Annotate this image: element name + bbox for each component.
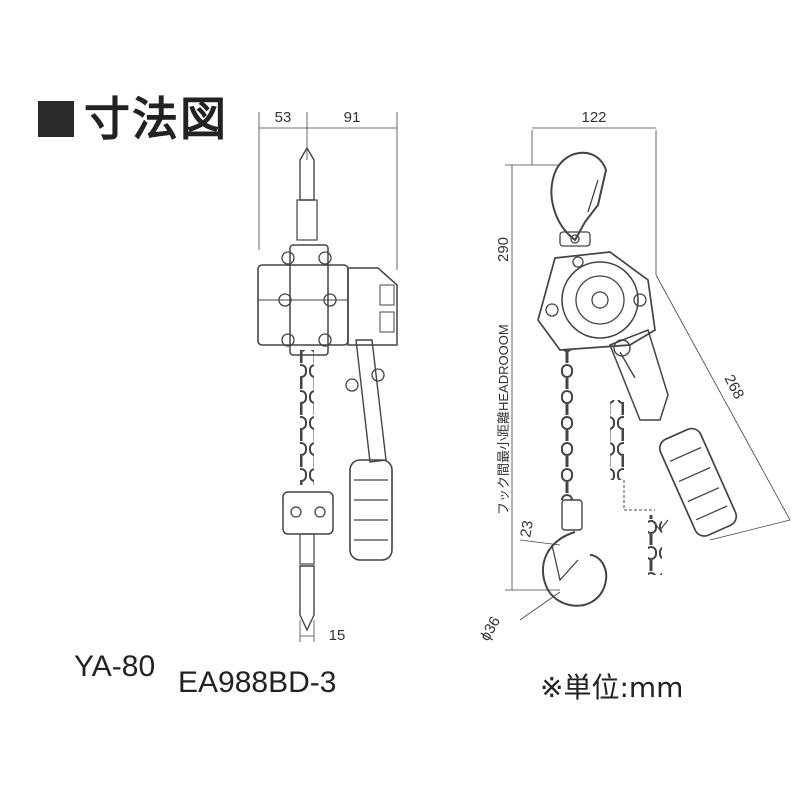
front-view [505,127,791,621]
dim-hook-diameter: ϕ36 [477,614,504,644]
drawing-heading: 寸法図 [38,96,228,142]
heading-square-icon [38,100,74,137]
unit-note: ※単位:mm [540,671,684,704]
dim-handle-length: 268 [720,372,747,402]
side-view [257,112,398,642]
product-code: EA988BD-3 [178,666,337,699]
dim-headroom-value: 290 [495,237,512,262]
dim-side-left-width: 53 [275,109,292,126]
heading-text: 寸法図 [84,92,228,146]
dim-side-hook-width: 15 [329,627,346,644]
dim-side-right-width: 91 [344,109,361,126]
dim-headroom-label: フック間最小距離HEADROOOM [496,324,511,515]
model-number: YA-80 [74,650,156,683]
dim-hook-opening: 23 [517,519,537,538]
dim-front-width: 122 [581,109,606,126]
